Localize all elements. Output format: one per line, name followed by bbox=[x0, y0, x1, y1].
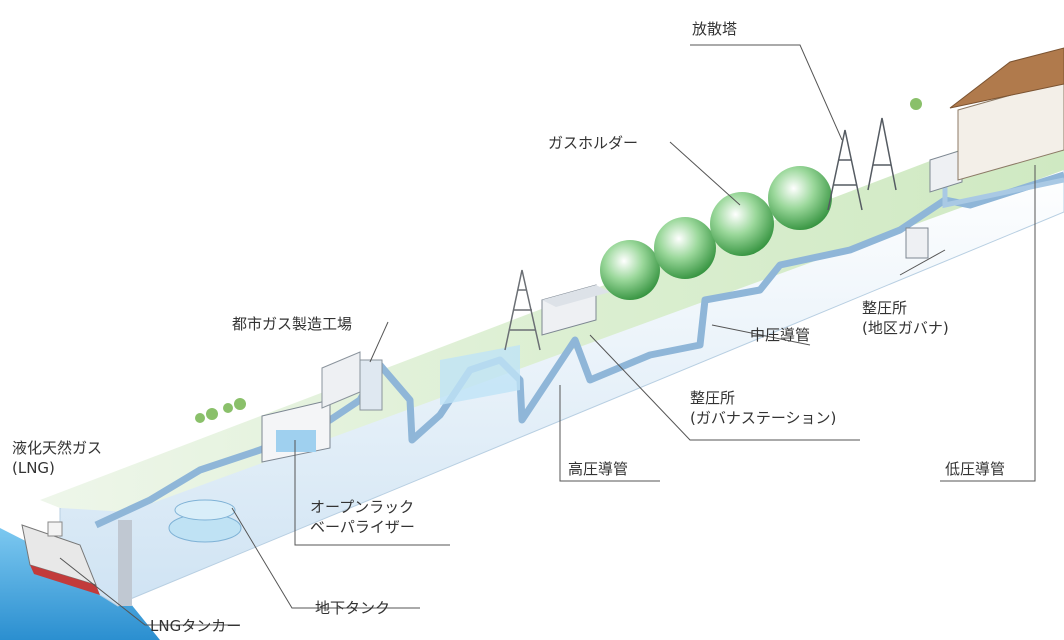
house bbox=[949, 47, 1064, 181]
underground-tank bbox=[168, 499, 242, 543]
lng-tanker bbox=[21, 521, 100, 595]
gas-holder-sphere bbox=[710, 192, 774, 256]
label-low-pressure-pipe: 低圧導管 bbox=[945, 460, 1006, 478]
leader-lines bbox=[59, 44, 1036, 626]
label-lng-tanker: LNGタンカー bbox=[150, 617, 242, 635]
main-pipeline bbox=[94, 171, 1064, 529]
gas-holder-sphere bbox=[654, 217, 716, 279]
label-high-pressure-pipe: 高圧導管 bbox=[568, 460, 629, 478]
label-flare-stack: 放散塔 bbox=[692, 20, 738, 38]
label-medium-pressure-pipe: 中圧導管 bbox=[750, 326, 811, 344]
label-city-gas-plant: 都市ガス製造工場 bbox=[232, 315, 353, 333]
plants bbox=[195, 98, 922, 423]
label-district-governor: 整圧所 (地区ガバナ) bbox=[862, 299, 949, 337]
gas-holder-sphere bbox=[768, 166, 832, 230]
flare-stack bbox=[827, 117, 897, 211]
label-open-rack-vaporizer: オープンラック ベーパライザー bbox=[310, 498, 415, 536]
gas-holder-sphere bbox=[600, 240, 660, 300]
district-governor bbox=[905, 149, 963, 259]
open-rack-vaporizer bbox=[261, 399, 331, 463]
label-underground-tank: 地下タンク bbox=[315, 599, 391, 617]
label-lng: 液化天然ガス (LNG) bbox=[12, 439, 103, 477]
governor-station bbox=[541, 284, 610, 336]
pier-support bbox=[118, 520, 132, 606]
label-governor-station: 整圧所 (ガバナステーション) bbox=[690, 389, 837, 427]
transmission-tower bbox=[504, 269, 541, 351]
gas-holders bbox=[600, 166, 832, 300]
city-gas-plant bbox=[321, 345, 520, 411]
label-gas-holder: ガスホルダー bbox=[548, 134, 639, 152]
